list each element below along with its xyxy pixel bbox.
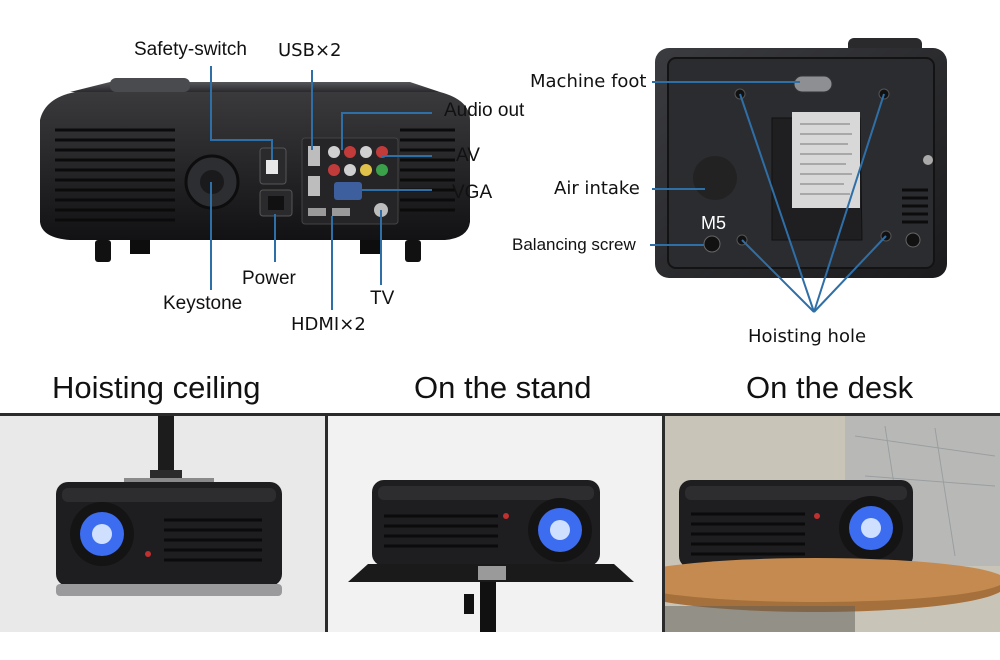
label-keystone: Keystone (163, 293, 243, 314)
rear-view-illustration: Safety-switch USB×2 Audio out AV VGA Pow… (0, 0, 524, 360)
bottom-view-illustration: Machine foot Air intake M5 Balancing scr… (500, 0, 1000, 360)
ceiling-mount-photo (0, 416, 325, 632)
balancing-screw (703, 235, 721, 253)
usb-port (308, 146, 320, 166)
label-audio-out: Audio out (444, 100, 525, 121)
hdmi-port (332, 208, 350, 216)
desk-mount-drawing (665, 416, 1000, 632)
ceiling-mount-drawing (56, 416, 282, 596)
usb-port (308, 176, 320, 196)
label-air-intake: Air intake (554, 178, 640, 199)
spec-label (792, 112, 860, 208)
rear-vent-left (55, 128, 175, 222)
label-safety-switch: Safety-switch (134, 39, 247, 60)
stand-mount-drawing (348, 480, 634, 632)
heading-hoisting-ceiling: Hoisting ceiling (52, 370, 261, 405)
label-vga: VGA (452, 182, 493, 203)
label-hoisting-hole: Hoisting hole (748, 326, 867, 347)
label-machine-foot: Machine foot (530, 71, 647, 92)
bottom-margin (0, 632, 1000, 660)
heading-on-the-desk: On the desk (746, 370, 914, 405)
label-m5: M5 (701, 213, 727, 233)
label-av: AV (456, 145, 480, 166)
label-usb: USB×2 (278, 40, 342, 61)
io-panel (301, 137, 399, 225)
bottom-projector-drawing (650, 38, 947, 313)
label-tv: TV (370, 288, 395, 309)
heading-on-the-stand: On the stand (414, 370, 592, 405)
stand-mount-photo (328, 416, 662, 632)
rear-projector-drawing (40, 66, 470, 310)
divider-horizontal (0, 413, 1000, 416)
label-power: Power (242, 268, 296, 289)
hdmi-port (308, 208, 326, 216)
divider-vertical-2 (662, 416, 665, 632)
air-intake-right (902, 188, 928, 224)
air-intake-left (693, 156, 737, 200)
rear-body (40, 92, 470, 240)
rear-leader-lines (210, 66, 432, 310)
machine-foot (793, 75, 833, 93)
desk-mount-photo (665, 416, 1000, 632)
label-hdmi: HDMI×2 (291, 314, 366, 335)
label-balancing-screw: Balancing screw (512, 235, 636, 254)
bottom-leader-lines (650, 81, 887, 313)
divider-vertical-1 (325, 416, 328, 632)
vga-port (334, 182, 362, 200)
